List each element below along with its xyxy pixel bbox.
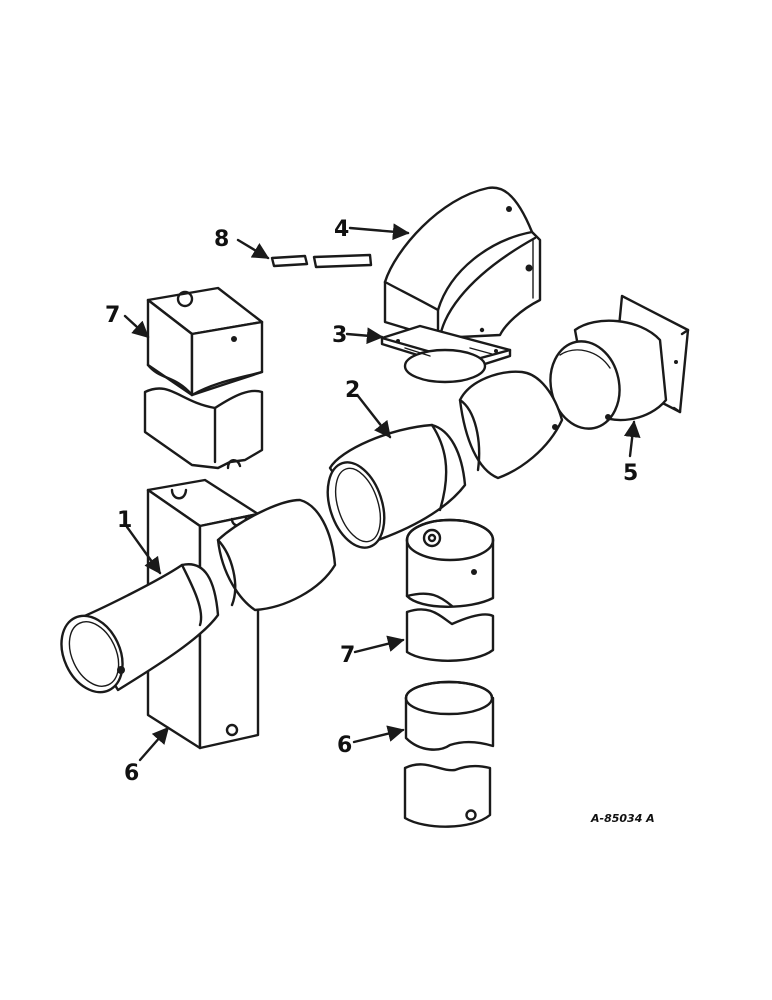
pipe-segment-left-middle <box>216 498 337 612</box>
pipe-segment-right <box>458 370 564 480</box>
callout-3: 3 <box>332 323 347 348</box>
callout-2: 2 <box>345 378 360 403</box>
callout-arrows <box>123 223 641 762</box>
callout-5: 5 <box>623 461 638 486</box>
callout-8: 8 <box>214 227 229 252</box>
callout-1: 1 <box>117 508 132 533</box>
flanged-adapter-part <box>549 294 690 430</box>
callout-7-upper: 7 <box>105 303 120 328</box>
drawing-code: A-85034 A <box>590 812 655 825</box>
square-duct-top-part <box>146 286 264 397</box>
square-duct-column-part <box>146 478 260 750</box>
round-duct-second-part <box>405 608 495 662</box>
callout-6-left: 6 <box>124 761 139 786</box>
callout-6-right: 6 <box>337 733 352 758</box>
round-duct-top-part <box>405 518 495 608</box>
clips-part <box>270 253 373 269</box>
elbow-cover-part <box>383 186 542 340</box>
round-duct-bottom-part <box>403 680 495 828</box>
callout-4: 4 <box>334 217 349 242</box>
pipe-segment-center <box>326 423 467 549</box>
callout-7-lower: 7 <box>340 643 355 668</box>
pipe-segment-left-long <box>60 563 220 694</box>
square-duct-middle-part <box>143 387 264 470</box>
